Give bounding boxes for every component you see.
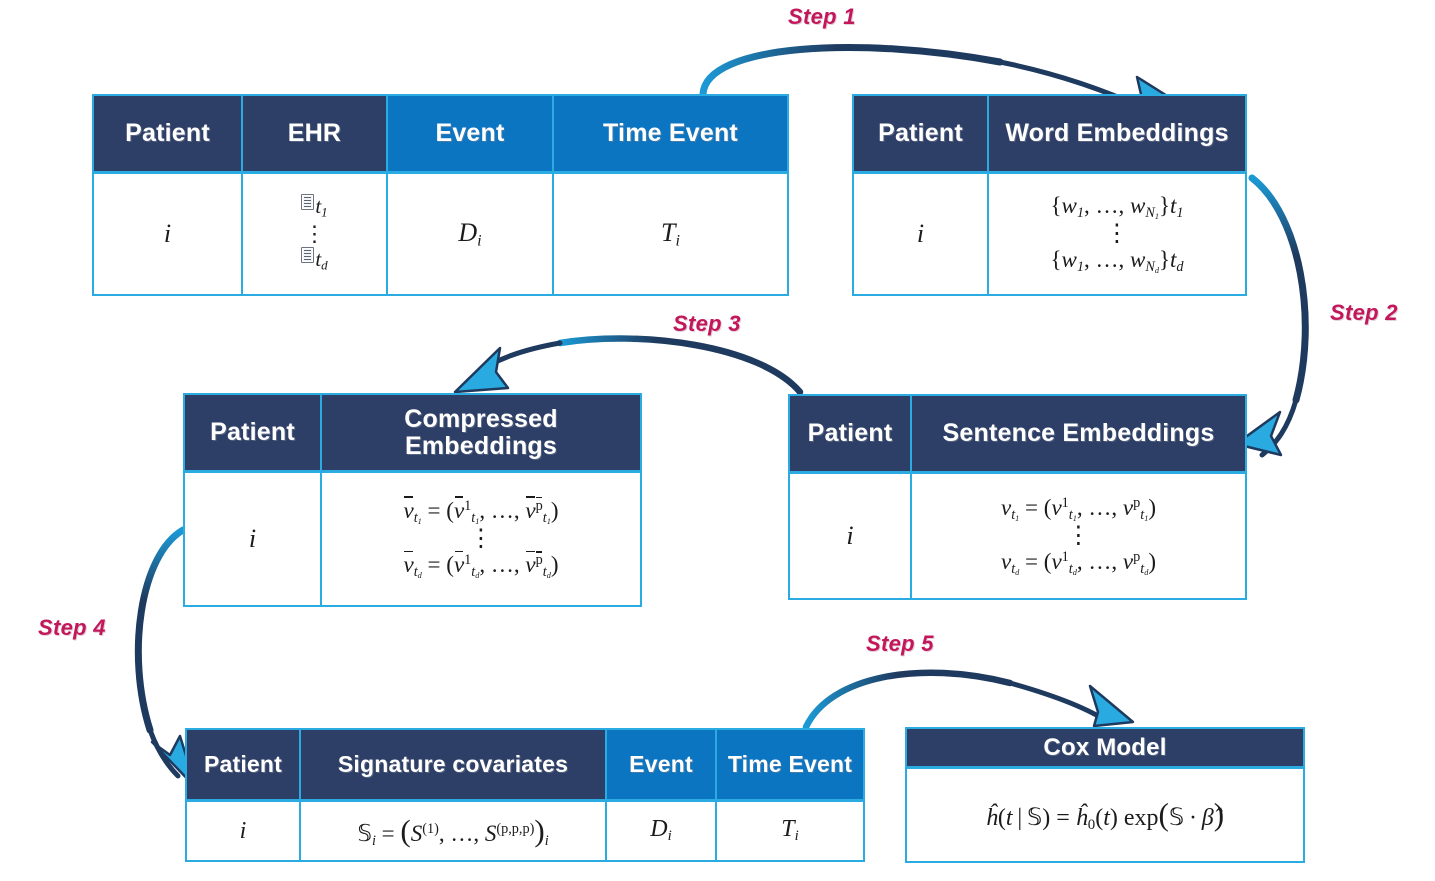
cell-event: Di [605,802,715,860]
step-label-5: Step 5 [866,631,934,656]
col-header-event: Event [386,96,552,171]
cell-compressed-embeddings: vt1 = (v1t1, …, vpt1) ⋮ vtd = (v1td, …, … [320,473,640,605]
ehr-doc-ellipsis: ⋮ [303,220,326,246]
cell-event: Di [386,174,552,294]
we-line-1: {w1, …, wN1}t1 [1050,192,1184,221]
cell-patient: i [94,174,241,294]
table-sentence-embeddings: Patient Sentence Embeddings i vt1 = (v1t… [788,394,1247,600]
table-ehr-body-row: i t1 ⋮ td Di Ti [94,174,787,294]
col-header-patient: Patient [185,395,320,470]
col-header-ehr: EHR [241,96,386,171]
step-label-2: Step 2 [1330,300,1398,325]
table-compressed-embeddings-header-row: Patient Compressed Embeddings [185,395,640,473]
table-sentence-embeddings-header-row: Patient Sentence Embeddings [790,396,1245,474]
ce-line-1: vt1 = (v1t1, …, vpt1) [403,497,559,526]
ce-ellipsis: ⋮ [468,524,494,552]
cell-sentence-embeddings: vt1 = (v1t1, …, vpt1) ⋮ vtd = (v1td, …, … [910,474,1245,598]
cell-patient: i [854,174,987,294]
box-cox-model: Cox Model ĥ(t | 𝕊) = ĥ0(t) exp(𝕊 · β̂) [905,727,1305,863]
cell-patient: i [185,473,320,605]
we-line-2: {w1, …, wNd}td [1050,247,1184,276]
ce-line-2: vtd = (v1td, …, vptd) [403,552,559,581]
col-header-time-event: Time Event [552,96,787,171]
document-icon [301,247,315,264]
cell-ehr-documents: t1 ⋮ td [241,174,386,294]
col-header-patient: Patient [94,96,241,171]
table-signature-body-row: i 𝕊i = (S(1), …, S(p,p,p))i Di Ti [187,802,863,860]
cell-patient: i [790,474,910,598]
table-word-embeddings-header-row: Patient Word Embeddings [854,96,1245,174]
cox-model-body-row: ĥ(t | 𝕊) = ĥ0(t) exp(𝕊 · β̂) [907,769,1303,861]
cell-word-embeddings: {w1, …, wN1}t1 ⋮ {w1, …, wNd}td [987,174,1245,294]
table-word-embeddings-body-row: i {w1, …, wN1}t1 ⋮ {w1, …, wNd}td [854,174,1245,294]
col-header-time-event: Time Event [715,730,863,799]
cell-cox-formula: ĥ(t | 𝕊) = ĥ0(t) exp(𝕊 · β̂) [907,769,1303,861]
document-icon [301,194,315,211]
arrow-step-5 [802,669,1135,731]
table-ehr-header-row: Patient EHR Event Time Event [94,96,787,174]
cell-time-event: Ti [715,802,863,860]
ehr-doc-last: td [301,247,328,274]
cell-signature: 𝕊i = (S(1), …, S(p,p,p))i [299,802,605,860]
table-signature-covariates: Patient Signature covariates Event Time … [185,728,865,862]
col-header-word-embeddings: Word Embeddings [987,96,1245,171]
step-label-1: Step 1 [788,4,856,29]
se-ellipsis: ⋮ [1066,521,1091,549]
table-compressed-embeddings-body-row: i vt1 = (v1t1, …, vpt1) ⋮ vtd = (v1td, …… [185,473,640,605]
se-line-2: vtd = (v1td, …, vptd) [1000,549,1157,578]
se-line-1: vt1 = (v1t1, …, vpt1) [1000,494,1157,523]
arrow-step-2 [1234,174,1309,458]
table-signature-header-row: Patient Signature covariates Event Time … [187,730,863,802]
step-label-4: Step 4 [38,615,106,640]
table-word-embeddings: Patient Word Embeddings i {w1, …, wN1}t1… [852,94,1247,296]
col-header-event: Event [605,730,715,799]
cell-patient: i [187,802,299,860]
col-header-patient: Patient [790,396,910,471]
col-header-patient: Patient [187,730,299,799]
col-header-patient: Patient [854,96,987,171]
col-header-signature: Signature covariates [299,730,605,799]
table-compressed-embeddings: Patient Compressed Embeddings i vt1 = (v… [183,393,642,607]
cox-model-header-row: Cox Model [907,729,1303,769]
col-header-compressed-embeddings: Compressed Embeddings [320,395,640,470]
we-ellipsis: ⋮ [1104,219,1130,247]
step-label-3: Step 3 [673,311,741,336]
table-ehr: Patient EHR Event Time Event i t1 ⋮ td D… [92,94,789,296]
table-sentence-embeddings-body-row: i vt1 = (v1t1, …, vpt1) ⋮ vtd = (v1td, …… [790,474,1245,598]
ehr-doc-first: t1 [301,194,328,221]
cell-time-event: Ti [552,174,787,294]
cox-model-title: Cox Model [907,729,1303,766]
col-header-sentence-embeddings: Sentence Embeddings [910,396,1245,471]
arrow-step-3 [453,335,804,396]
